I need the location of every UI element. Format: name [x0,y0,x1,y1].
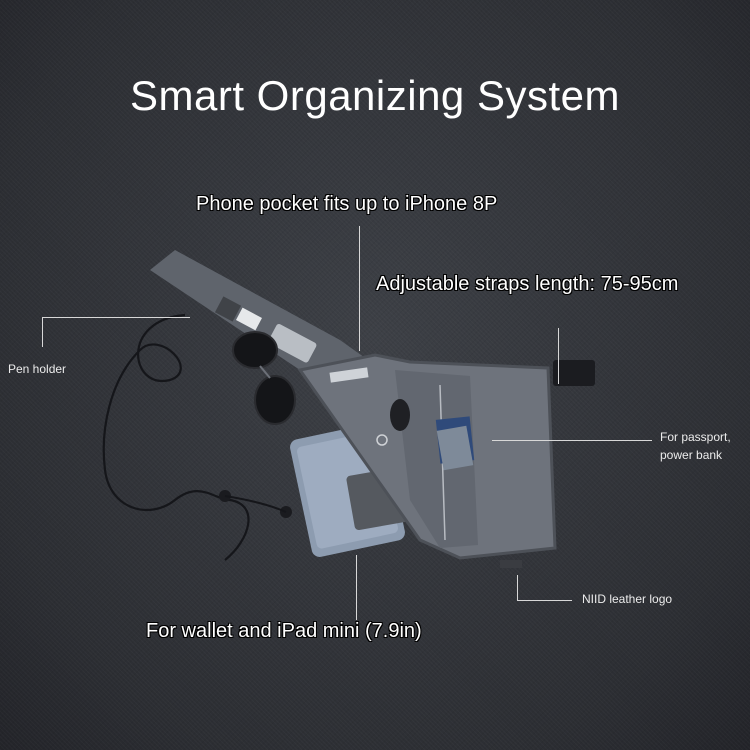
key-ring [376,434,388,446]
sunglasses-lens-bottom [254,375,296,425]
earphones-cable [102,313,250,561]
callout-passport-line2: power bank [660,448,723,462]
earbud-right [280,506,292,518]
leather-logo-tab [500,560,522,568]
earbud-cable [224,495,287,513]
callout-pen-holder: Pen holder [8,362,67,376]
callout-line-logo-v [517,575,518,600]
callout-wallet-ipad: For wallet and iPad mini (7.9in) [146,620,422,642]
bag-edge [297,353,557,560]
phone-pocket-opening [329,367,369,383]
bag-front-pocket [395,370,478,548]
pen-holder-loop [214,296,242,322]
car-key [390,399,410,431]
callout-line-passport [492,440,652,441]
callout-line-pen-v [42,317,43,347]
callout-straps: Adjustable straps length: 75-95cm [376,273,679,295]
page-title: Smart Organizing System [130,72,620,119]
callout-line-pen-h [42,317,190,318]
strap-tag [236,307,262,331]
callout-line-straps [558,328,559,384]
power-bank [436,425,474,471]
callout-passport-line1: For passport, [660,430,731,444]
callout-line-wallet [356,555,357,620]
strap-buckle [268,324,317,363]
callout-leather-logo: NIID leather logo [582,592,673,606]
sunglasses-bridge [259,365,271,379]
sunglasses-lens-top [232,331,278,369]
bag-strap [150,250,375,390]
callout-line-logo-h [517,600,572,601]
callout-phone-pocket: Phone pocket fits up to iPhone 8P [196,193,498,215]
callout-line-phone [359,226,360,351]
strap-end-tab [553,360,595,386]
